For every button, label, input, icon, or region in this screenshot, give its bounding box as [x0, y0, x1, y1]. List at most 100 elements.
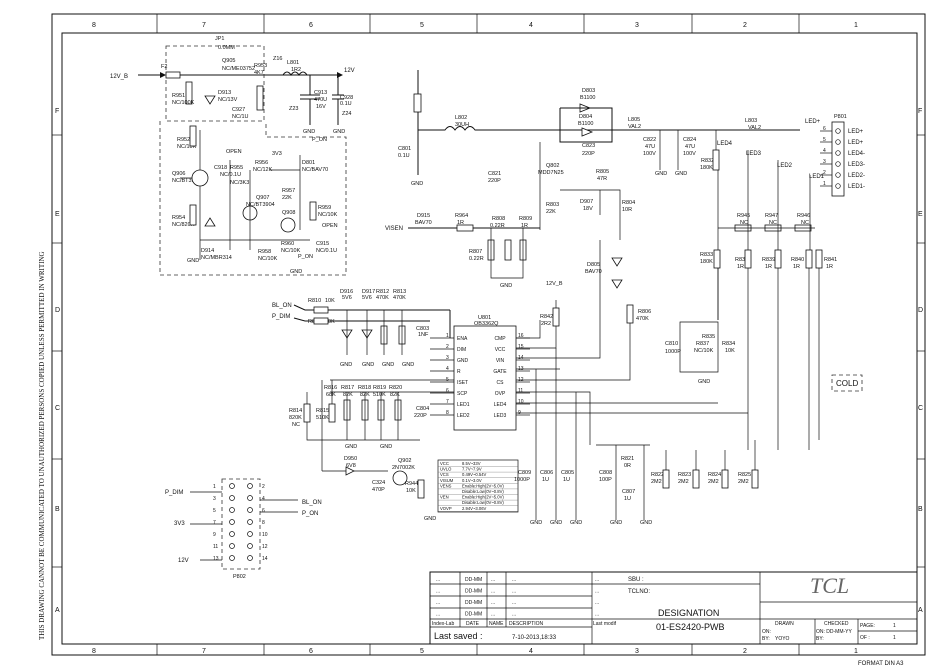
r821-ref: R821: [621, 456, 634, 462]
r946-value: NC: [801, 220, 809, 226]
led3-net: LED3: [746, 151, 762, 157]
tb-row-desc: ...: [512, 589, 516, 595]
grid-row-right: F: [918, 108, 922, 115]
p801-pin-name: LED2-: [848, 173, 865, 179]
r817-ref: R817: [341, 385, 354, 391]
spec-value: Enable:High(2V~5.0V): [462, 483, 504, 488]
q906-ref: Q906: [172, 171, 185, 177]
spec-value: 7.7V~7.9V: [462, 467, 482, 472]
p802-pin-number: 1: [213, 484, 216, 490]
title-block: ...DD-MM............DD-MM............DD-…: [429, 571, 918, 645]
drawn-by-value: YOYO: [775, 636, 790, 642]
r834-ref: R834: [722, 341, 735, 347]
led1-net: LED1: [809, 174, 825, 180]
cold-label: COLD: [836, 379, 858, 388]
c823-value: 220P: [582, 151, 595, 157]
d913-ref: D913: [218, 90, 231, 96]
r803-ref: R803: [546, 202, 559, 208]
r825-value: 2M2: [738, 479, 749, 485]
tb-row-desc: ...: [512, 600, 516, 606]
r814-nc: NC: [292, 422, 300, 428]
page-label: PAGE:: [860, 623, 875, 629]
c823-ref: C823: [582, 143, 595, 149]
u801-pin-name: VCC: [495, 347, 506, 353]
led-plus-net: LED+: [805, 119, 821, 125]
gnd-label: GND: [382, 362, 394, 368]
u801-pin-number: 4: [446, 366, 449, 372]
c928-ref: C928: [340, 95, 353, 101]
u801-pin-number: 8: [446, 410, 449, 416]
q906-value: NC/BT3906: [172, 178, 201, 184]
c809-value: 1000P: [514, 477, 530, 483]
r832-ref: R832: [701, 158, 714, 164]
d803-ref: D803: [582, 88, 595, 94]
r840-ref: R840: [791, 257, 804, 263]
l803-value: VAL2: [748, 125, 761, 131]
r808-ref: R808: [492, 216, 505, 222]
r956-ref: R956: [255, 160, 268, 166]
c801-ref: C801: [398, 146, 411, 152]
grid-row-left: B: [55, 506, 60, 513]
spec-key: VISUM: [440, 478, 454, 483]
r825-ref: R825: [738, 472, 751, 478]
q802-ref: Q802: [546, 163, 559, 169]
tb-row-date: DD-MM: [465, 612, 482, 618]
u801-part: OB3362Q: [474, 321, 499, 327]
u801-pin-name: CS: [497, 380, 505, 386]
c804-ref: C804: [416, 406, 429, 412]
grid-row-left: D: [55, 307, 60, 314]
tb-row-date: DD-MM: [465, 577, 482, 583]
grid-col-top: 5: [420, 22, 424, 29]
confidentiality-note: THIS DRAWING CANNOT BE COMMUNICATED TO U…: [38, 251, 46, 640]
outer-frame: [51, 13, 926, 656]
last-saved-value: 7-10-2013,18:33: [512, 635, 557, 641]
r808-value: 0.22R: [490, 223, 505, 229]
p801-pin-name: LED+: [848, 129, 864, 135]
p802-pin-number: 10: [262, 532, 268, 538]
c804-value: 220P: [414, 413, 427, 419]
r945-ref: R945: [737, 213, 750, 219]
page-value: 1: [893, 623, 896, 629]
d803-value: B1100: [580, 95, 596, 101]
c805-value: 1U: [563, 477, 570, 483]
grid-col-top: 8: [92, 22, 96, 29]
c927-ref: C927: [232, 107, 245, 113]
d907-value: 18V: [583, 206, 593, 212]
c913-voltage: 16V: [316, 104, 326, 110]
spec-value: 0.1V~3.0V: [462, 478, 482, 483]
grid-col-top: 1: [854, 22, 858, 29]
r837-value: NC/10K: [694, 348, 714, 354]
d914-ref: D914: [201, 248, 214, 254]
r958-ref: R958: [258, 249, 271, 255]
r960-ref: R960: [281, 241, 294, 247]
r806-value: 470K: [636, 316, 649, 322]
tb-row-mod: ...: [595, 577, 599, 583]
u801-pin-number: 10: [518, 399, 524, 405]
p802-pin-number: 14: [262, 556, 268, 562]
c324-ref: C324: [372, 480, 385, 486]
p802-pin-number: 2: [262, 484, 265, 490]
r807-value: 0.22R: [469, 256, 484, 262]
tb-header-index: Index-Lab: [432, 621, 454, 627]
p802-pin-number: 9: [213, 532, 216, 538]
c913-value: 470U: [314, 97, 327, 103]
gnd-label: GND: [424, 516, 436, 522]
r810-value: 10K: [325, 298, 335, 304]
tb-row-date: DD-MM: [465, 589, 482, 595]
tb-header-date: DATE: [466, 621, 480, 627]
r818-ref: R818: [358, 385, 371, 391]
c822-ref: C822: [643, 137, 656, 143]
r813-value: 470K: [393, 295, 406, 301]
r954-value: NC/820R: [172, 222, 195, 228]
gnd-label: GND: [675, 171, 687, 177]
r815-value: 510K: [316, 415, 329, 421]
r959-ref: R959: [318, 205, 331, 211]
c808-value: 100P: [599, 477, 612, 483]
u801-pin-number: 3: [446, 355, 449, 361]
q908-ref: Q908: [282, 210, 295, 216]
bl-on-input: BL_ON: [272, 303, 292, 309]
spec-value: Disable:Low(0V~0.8V): [462, 489, 504, 494]
gnd-label: GND: [550, 520, 562, 526]
r839-ref: R839: [762, 257, 775, 263]
format-label: FORMAT DIN A3: [858, 661, 904, 667]
